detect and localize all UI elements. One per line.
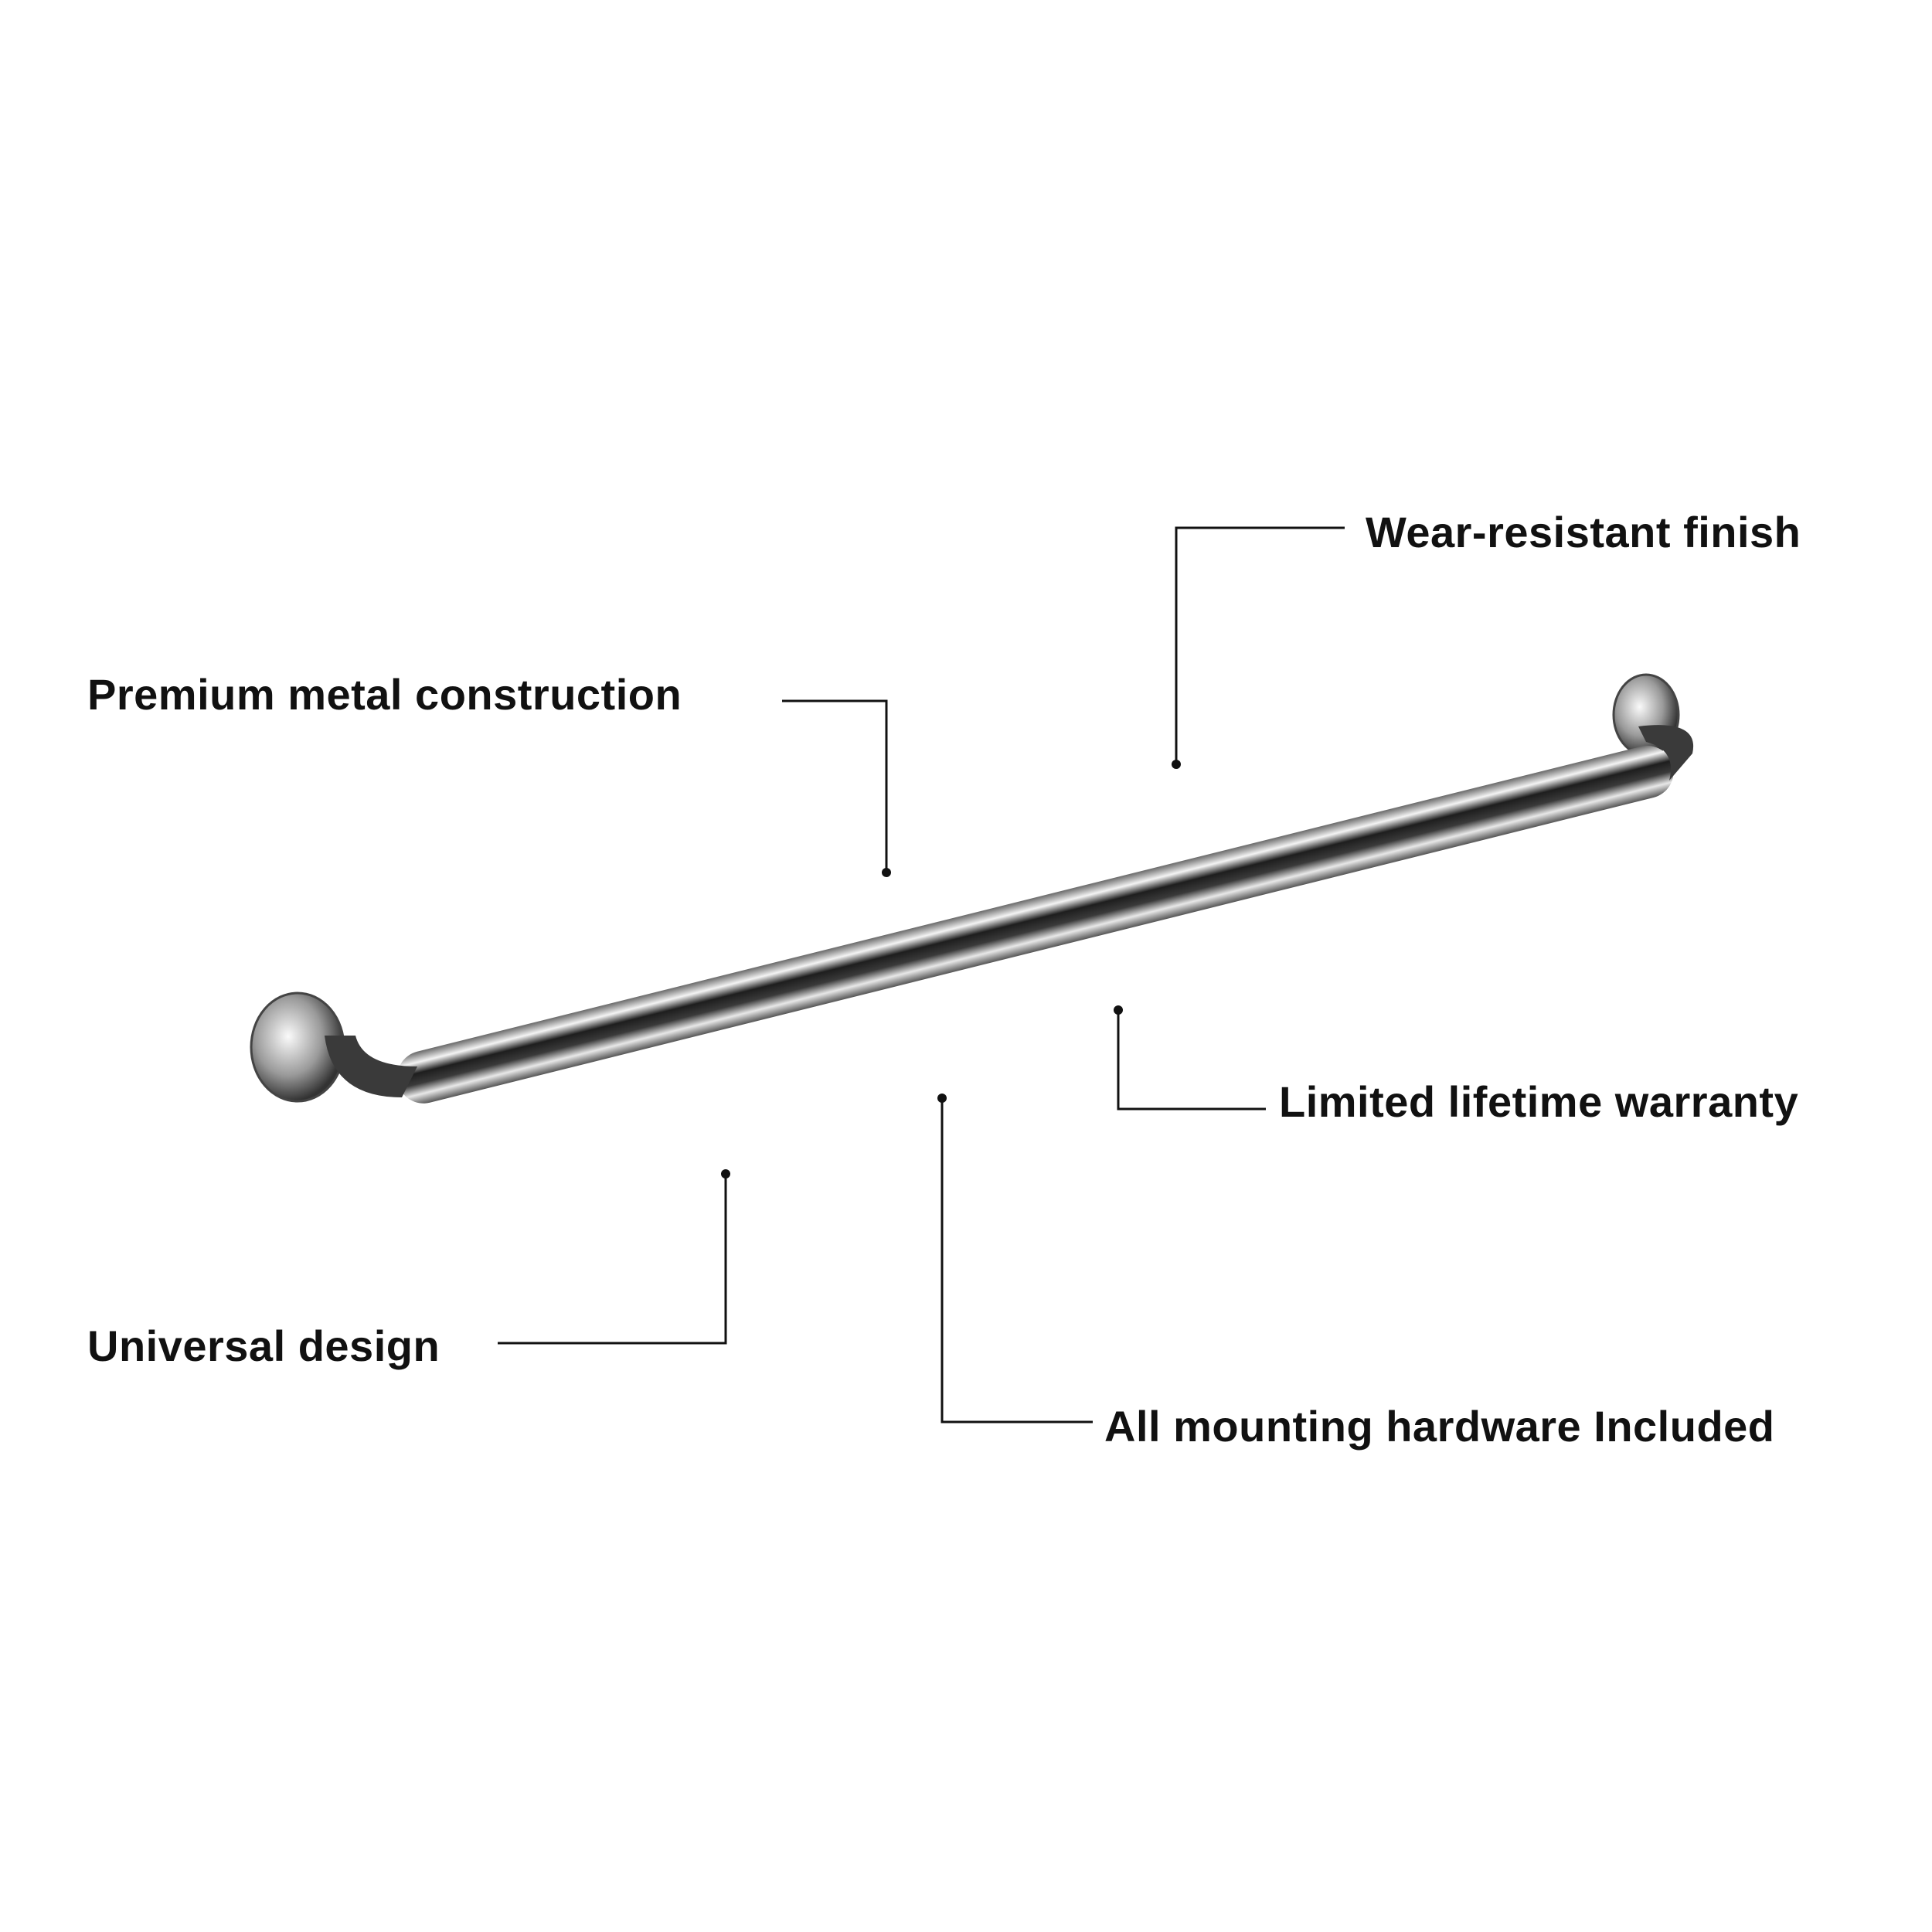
callout-lines xyxy=(498,526,1345,1423)
callout-line-warranty xyxy=(1117,1010,1266,1111)
feature-mounting-hardware-included: All mounting hardware Included xyxy=(1104,1402,1775,1451)
feature-wear-resistant-finish: Wear-resistant finish xyxy=(1366,508,1801,556)
feature-limited-lifetime-warranty: Limited lifetime warranty xyxy=(1279,1077,1799,1126)
callout-line-wear xyxy=(1175,526,1345,764)
callout-dot-universal xyxy=(721,1169,730,1179)
callout-line-hardware xyxy=(940,1098,1093,1423)
callout-line-universal xyxy=(498,1174,727,1345)
bar-tube xyxy=(396,745,1674,1104)
callout-dot-hardware xyxy=(937,1094,947,1103)
feature-premium-metal-construction: Premium metal construction xyxy=(87,670,682,719)
callout-line-premium xyxy=(782,699,888,872)
feature-universal-design: Universal design xyxy=(87,1321,440,1370)
callout-dot-warranty xyxy=(1114,1005,1123,1015)
callout-dot-premium xyxy=(882,868,891,877)
callout-dot-wear xyxy=(1172,760,1181,769)
grab-bar xyxy=(250,673,1694,1104)
